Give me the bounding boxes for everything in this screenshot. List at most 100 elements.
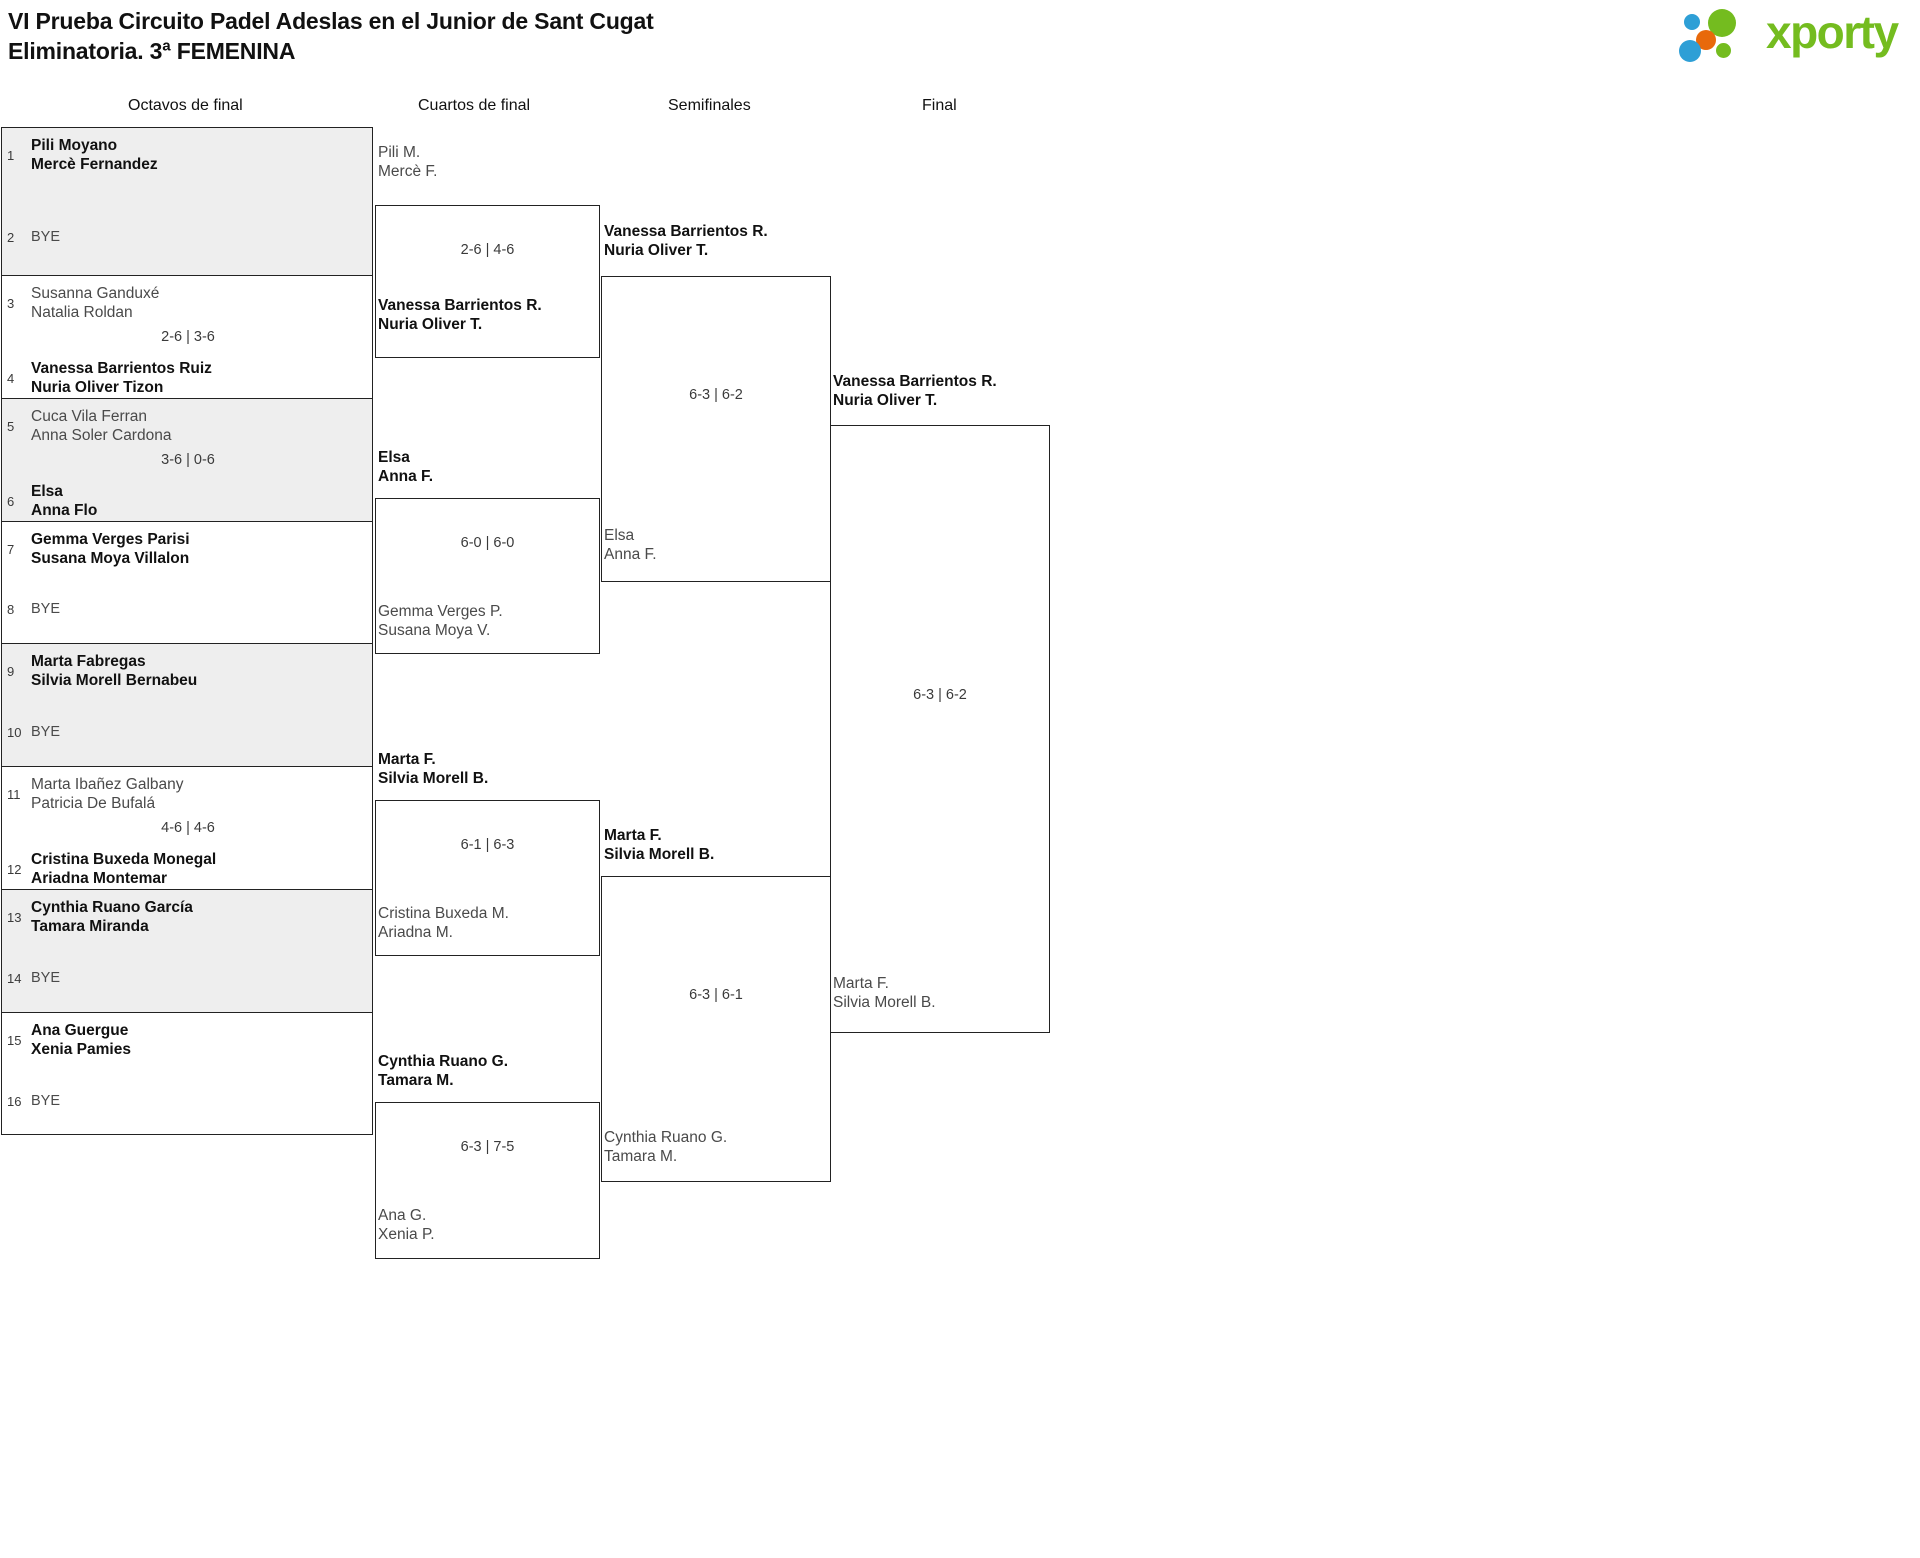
bracket-seat[interactable]: 13 Cynthia Ruano García Tamara Miranda [2, 898, 374, 936]
round3-entrant-top[interactable]: Marta F. Silvia Morell B. [604, 826, 714, 864]
player-name: Xenia P. [378, 1226, 435, 1243]
round1-match[interactable]: 15 Ana Guergue Xenia Pamies 16 BYE [1, 1012, 373, 1135]
round2-entrant-top[interactable]: Pili M. Mercè F. [378, 143, 437, 181]
seed-number: 12 [7, 861, 22, 877]
round2-entrant-bottom[interactable]: Gemma Verges P. Susana Moya V. [378, 602, 503, 640]
player-name: Vanessa Barrientos R. [604, 223, 768, 240]
player-name: Silvia Morell B. [604, 846, 715, 863]
round1-match[interactable]: 7 Gemma Verges Parisi Susana Moya Villal… [1, 521, 373, 643]
round2-entrant-top[interactable]: Marta F. Silvia Morell B. [378, 750, 488, 788]
seed-number: 2 [7, 230, 15, 245]
team-names: BYE [31, 723, 374, 742]
round4-entrant-top[interactable]: Vanessa Barrientos R. Nuria Oliver T. [833, 372, 997, 410]
round1-match[interactable]: 9 Marta Fabregas Silvia Morell Bernabeu … [1, 643, 373, 766]
bracket-seat[interactable]: 10 BYE [2, 723, 374, 742]
bracket-seat[interactable]: 8 BYE [2, 600, 374, 619]
player-name: Cristina Buxeda M. [378, 905, 509, 922]
team-names: BYE [31, 600, 374, 619]
round2-match[interactable]: 6-3 | 7-5 [375, 1102, 600, 1259]
player-name: Marta F. [604, 827, 662, 844]
player-name: Ariadna M. [378, 924, 453, 941]
bye-label: BYE [31, 601, 61, 617]
team-names: Cristina Buxeda Monegal Ariadna Montemar [31, 850, 374, 888]
round3-entrant-bottom[interactable]: Elsa Anna F. [604, 526, 657, 564]
round1-match[interactable]: 11 Marta Ibañez Galbany Patricia De Bufa… [1, 766, 373, 889]
team-names: Marta Fabregas Silvia Morell Bernabeu [31, 652, 374, 690]
bye-label: BYE [31, 1093, 61, 1109]
xporty-logo[interactable]: xporty [1678, 6, 1908, 62]
round2-match[interactable]: 2-6 | 4-6 [375, 205, 600, 358]
match-score: 2-6 | 3-6 [161, 329, 215, 345]
seed-number: 3 [7, 295, 15, 311]
seed-number: 8 [7, 602, 15, 617]
player-name: Tamara Miranda [31, 918, 149, 935]
team-names: Gemma Verges Parisi Susana Moya Villalon [31, 530, 374, 568]
player-name: Tamara M. [378, 1072, 454, 1089]
page-title: VI Prueba Circuito Padel Adeslas en el J… [8, 6, 908, 66]
round1-match[interactable]: 13 Cynthia Ruano García Tamara Miranda 1… [1, 889, 373, 1012]
player-name: Natalia Roldan [31, 304, 133, 321]
round3-entrant-top[interactable]: Vanessa Barrientos R. Nuria Oliver T. [604, 222, 768, 260]
player-name: Silvia Morell Bernabeu [31, 672, 198, 689]
player-name: Nuria Oliver T. [604, 242, 709, 259]
round1-match[interactable]: 5 Cuca Vila Ferran Anna Soler Cardona 3-… [1, 398, 373, 521]
team-names: BYE [31, 228, 374, 247]
round-header-semifinales: Semifinales [668, 97, 751, 114]
seed-number: 13 [7, 909, 22, 925]
bye-label: BYE [31, 970, 61, 986]
player-name: Anna F. [604, 546, 657, 563]
logo-dot-blue-small [1684, 14, 1700, 30]
round2-entrant-bottom[interactable]: Ana G. Xenia P. [378, 1206, 435, 1244]
round3-entrant-bottom[interactable]: Cynthia Ruano G. Tamara M. [604, 1128, 727, 1166]
bracket-seat[interactable]: 6 Elsa Anna Flo [2, 482, 374, 520]
bracket-seat[interactable]: 1 Pili Moyano Mercè Fernandez [2, 136, 374, 174]
player-name: Pili M. [378, 144, 421, 161]
bye-label: BYE [31, 724, 61, 740]
bracket-seat[interactable]: 2 BYE [2, 228, 374, 247]
bye-label: BYE [31, 229, 61, 245]
bracket-seat[interactable]: 14 BYE [2, 969, 374, 988]
team-names: Elsa Anna Flo [31, 482, 374, 520]
player-name: Cynthia Ruano García [31, 899, 193, 916]
round-header-octavos: Octavos de final [128, 97, 243, 114]
round4-match[interactable]: 6-3 | 6-2 [830, 425, 1050, 1033]
bracket-seat[interactable]: 7 Gemma Verges Parisi Susana Moya Villal… [2, 530, 374, 568]
player-name: Susana Moya Villalon [31, 550, 190, 567]
title-line-1: VI Prueba Circuito Padel Adeslas en el J… [8, 8, 654, 34]
player-name: Anna Soler Cardona [31, 427, 172, 444]
player-name: Anna F. [378, 468, 434, 485]
round2-entrant-bottom[interactable]: Cristina Buxeda M. Ariadna M. [378, 904, 509, 942]
bracket-seat[interactable]: 11 Marta Ibañez Galbany Patricia De Bufa… [2, 775, 374, 813]
player-name: Nuria Oliver T. [378, 316, 483, 333]
player-name: Mercè Fernandez [31, 156, 158, 173]
match-score: 6-1 | 6-3 [460, 837, 515, 853]
round1-match[interactable]: 1 Pili Moyano Mercè Fernandez 2 BYE [1, 127, 373, 275]
round1-match[interactable]: 3 Susanna Ganduxé Natalia Roldan 2-6 | 3… [1, 275, 373, 398]
player-name: Ana G. [378, 1207, 427, 1224]
seed-number: 14 [7, 971, 22, 986]
round2-match[interactable]: 6-0 | 6-0 [375, 498, 600, 654]
player-name: Elsa [378, 449, 410, 466]
bracket-seat[interactable]: 4 Vanessa Barrientos Ruiz Nuria Oliver T… [2, 359, 374, 397]
bracket-seat[interactable]: 16 BYE [2, 1092, 374, 1111]
player-name: Nuria Oliver T. [833, 392, 938, 409]
bracket-seat[interactable]: 15 Ana Guergue Xenia Pamies [2, 1021, 374, 1059]
player-name: Silvia Morell B. [833, 994, 936, 1011]
bracket-seat[interactable]: 9 Marta Fabregas Silvia Morell Bernabeu [2, 652, 374, 690]
round2-entrant-bottom[interactable]: Vanessa Barrientos R. Nuria Oliver T. [378, 296, 542, 334]
player-name: Cynthia Ruano G. [604, 1129, 728, 1146]
round2-entrant-top[interactable]: Cynthia Ruano G. Tamara M. [378, 1052, 508, 1090]
match-score: 6-3 | 6-2 [913, 687, 967, 703]
team-names: Pili Moyano Mercè Fernandez [31, 136, 374, 174]
round2-match[interactable]: 6-1 | 6-3 [375, 800, 600, 956]
round-octavos: 1 Pili Moyano Mercè Fernandez 2 BYE 3 Su… [1, 127, 373, 1135]
round2-entrant-top[interactable]: Elsa Anna F. [378, 448, 433, 486]
player-name: Elsa [604, 527, 635, 544]
logo-dots-icon [1678, 8, 1764, 62]
bracket-seat[interactable]: 3 Susanna Ganduxé Natalia Roldan [2, 284, 374, 322]
bracket-seat[interactable]: 5 Cuca Vila Ferran Anna Soler Cardona [2, 407, 374, 445]
bracket-seat[interactable]: 12 Cristina Buxeda Monegal Ariadna Monte… [2, 850, 374, 888]
team-names: Susanna Ganduxé Natalia Roldan [31, 284, 374, 322]
round4-entrant-bottom[interactable]: Marta F. Silvia Morell B. [833, 974, 936, 1012]
